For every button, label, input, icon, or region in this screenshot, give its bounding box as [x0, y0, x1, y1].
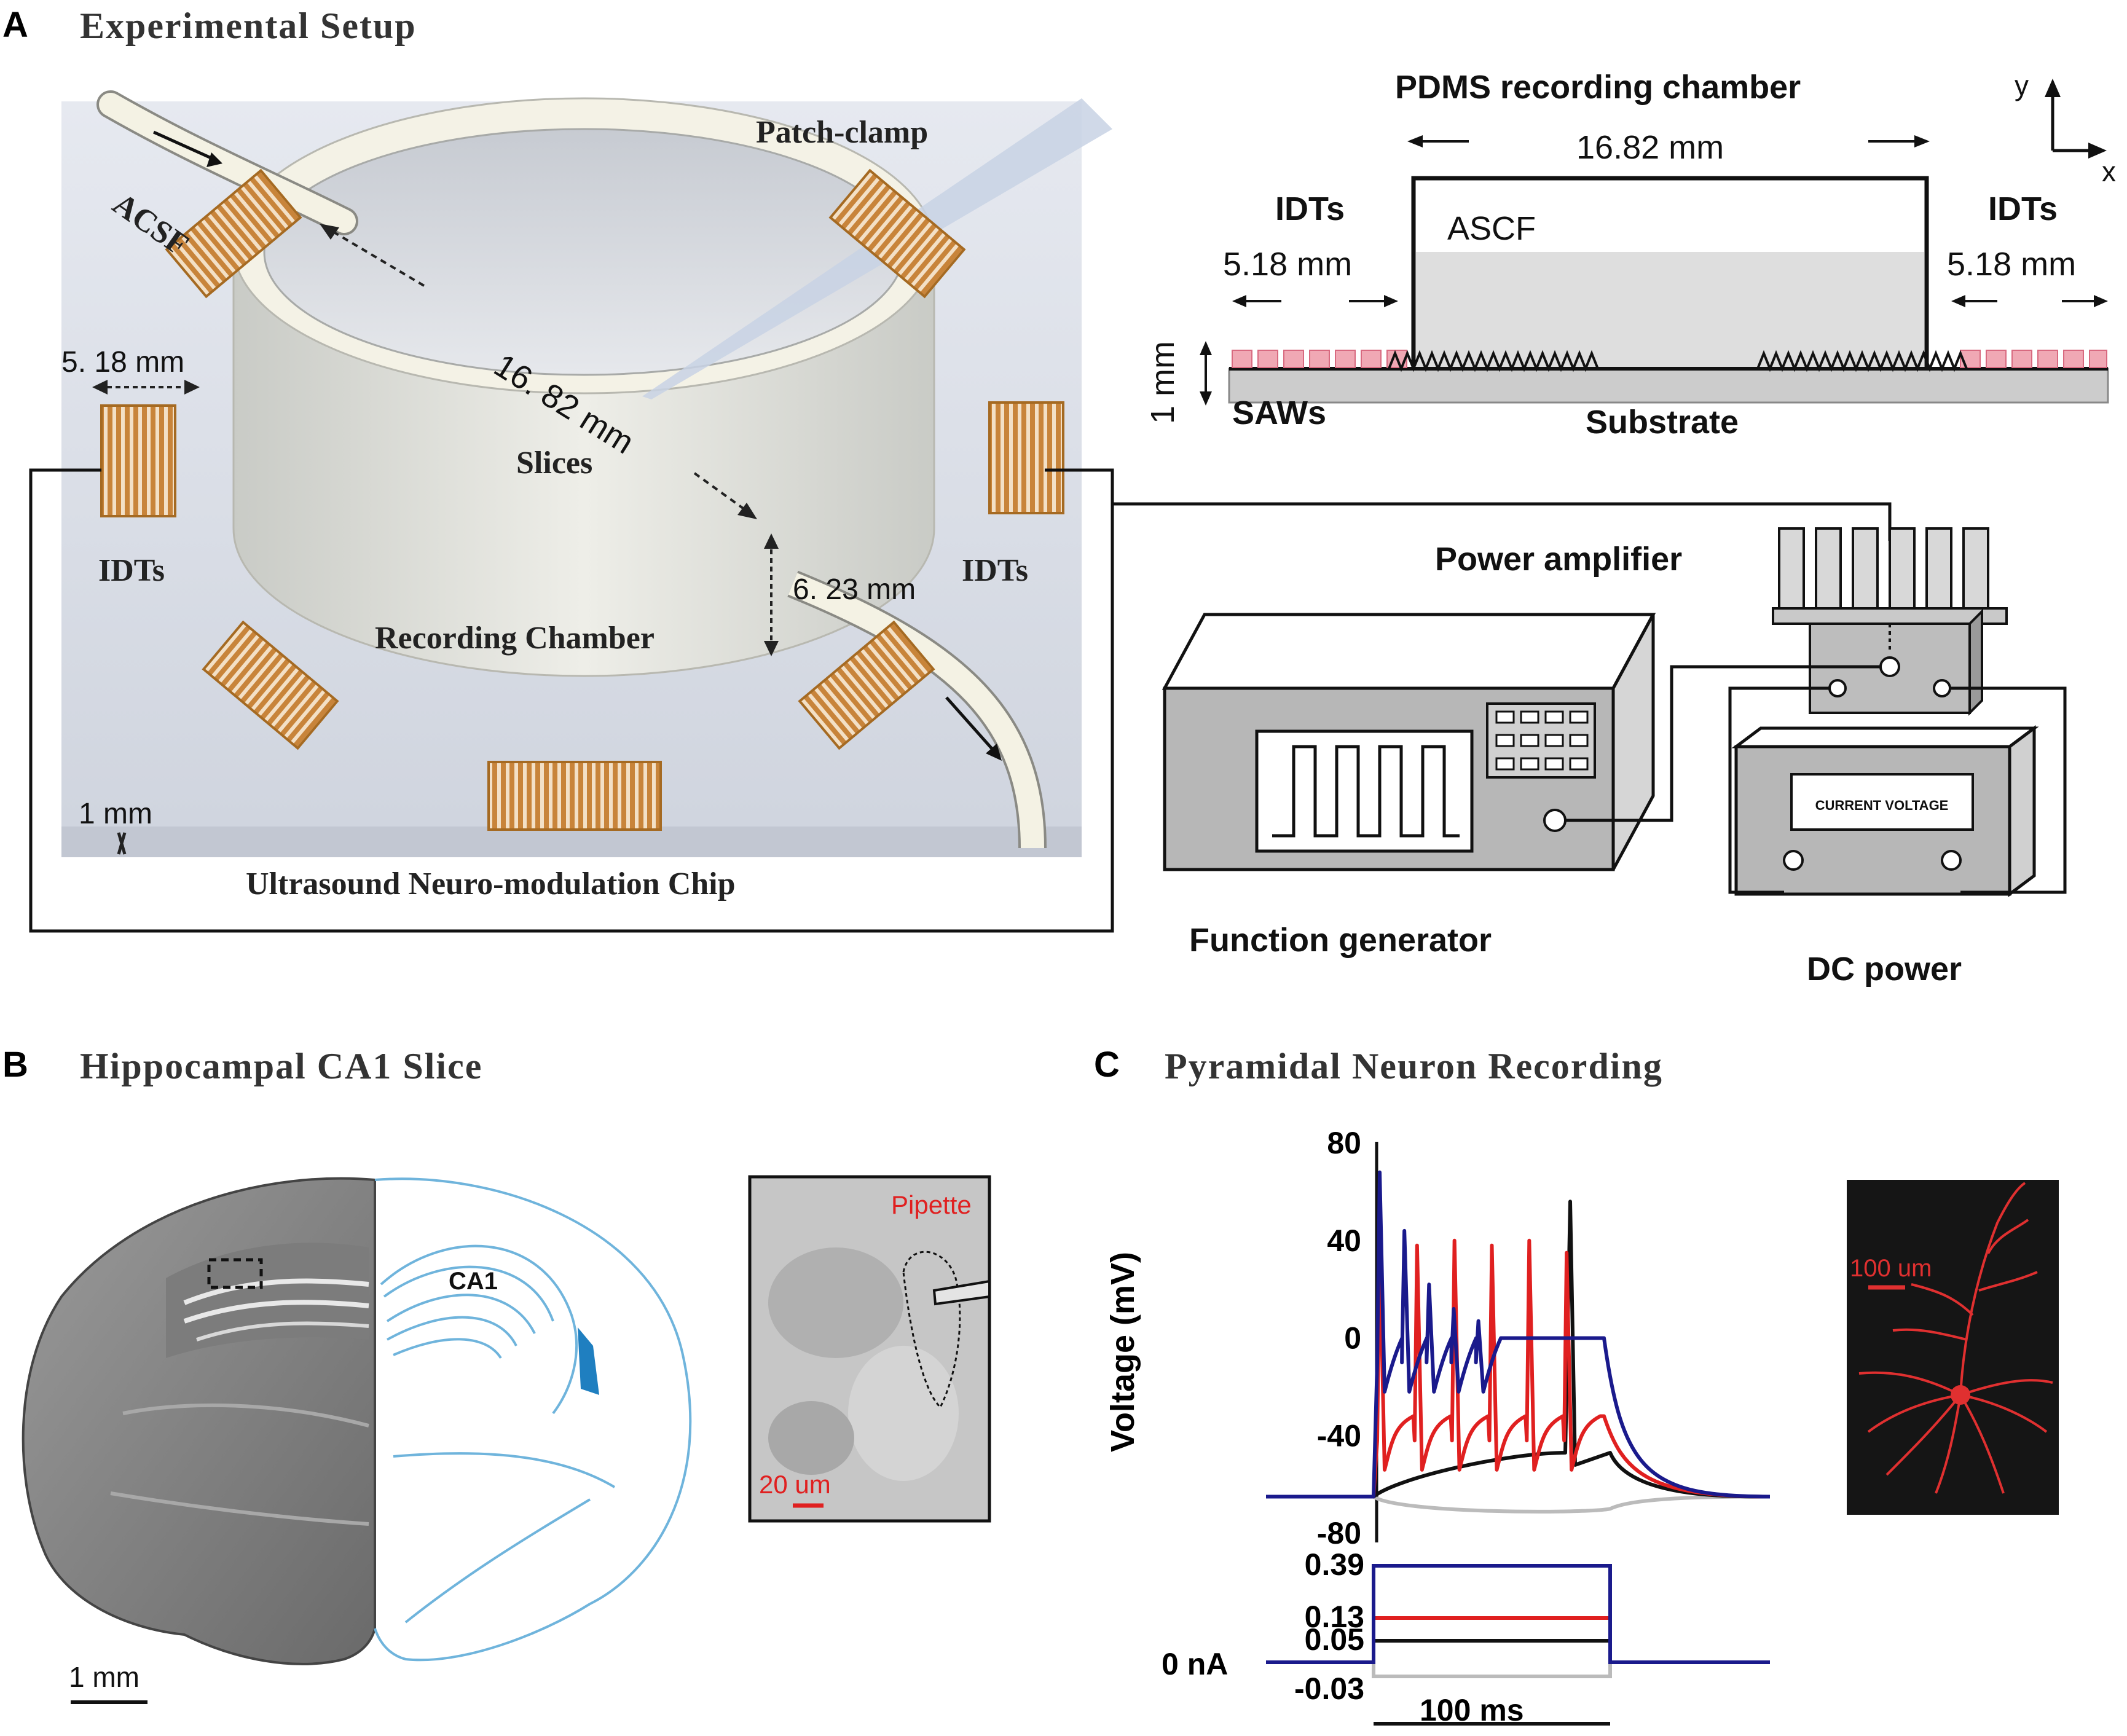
y-tick-label: -80: [1317, 1516, 1361, 1550]
wire-to-amplifier: [1112, 502, 1892, 541]
voltage-trace: [1266, 1238, 1771, 1499]
time-scale-label: 100 ms: [1420, 1693, 1524, 1727]
cs-idt-right-width: 5.18 mm: [1947, 246, 2076, 283]
cs-title: PDMS recording chamber: [1395, 69, 1801, 106]
cs-substrate: Substrate: [1586, 404, 1739, 441]
cs-fluid: ASCF: [1447, 210, 1536, 247]
label-recording-chamber: Recording Chamber: [375, 621, 655, 656]
wire-loop: [29, 468, 1114, 933]
recording-chamber: [232, 97, 935, 677]
diameter-arrow-1: [324, 226, 425, 287]
voltage-trace: [1266, 1494, 1771, 1514]
y-axis-label: Voltage (mV): [1104, 1252, 1141, 1452]
panel-c-title: Pyramidal Neuron Recording: [1165, 1046, 1663, 1086]
label-patch-clamp: Patch-clamp: [756, 115, 928, 150]
cs-width: 16.82 mm: [1576, 129, 1724, 166]
brain-atlas-outline: CA1: [374, 1177, 692, 1662]
label-idts-right: IDTs: [962, 553, 1028, 588]
chip-edge: [61, 827, 1082, 857]
cross-section: PDMS recording chamber 16.82 mm ASCF IDT…: [1144, 69, 2116, 441]
cs-idt-left-width: 5.18 mm: [1223, 246, 1352, 283]
neuron-scale-label: 100 um: [1850, 1255, 1932, 1282]
dc-display-text: CURRENT VOLTAGE: [1815, 798, 1949, 813]
dc-power: CURRENT VOLTAGE DC power: [1731, 725, 2039, 988]
y-tick-label: -40: [1317, 1418, 1361, 1453]
ca1-label: CA1: [449, 1268, 498, 1295]
y-tick-label: 40: [1327, 1223, 1361, 1258]
idt-electrodes: [100, 168, 1064, 831]
current-step-label: -0.03: [1294, 1671, 1364, 1706]
voltage-chart: Voltage (mV) 80 40 0 -40 -80 0.39 0.130.05 -0.…: [1104, 1126, 1771, 1727]
current-step-label: 0.05: [1305, 1622, 1364, 1657]
label-idt-width: 5. 18 mm: [61, 346, 184, 379]
panel-c-letter: C: [1094, 1045, 1120, 1085]
chip-caption: Ultrasound Neuro-modulation Chip: [246, 866, 736, 901]
function-generator: Function generator: [1162, 613, 1656, 959]
cs-axis-y: y: [2015, 69, 2029, 101]
scale-label-20um: 20 um: [759, 1470, 831, 1499]
cs-idts-left: IDTs: [1275, 190, 1345, 227]
diameter-arrow-2: [693, 472, 751, 514]
voltage-trace: [1266, 1170, 1771, 1499]
y-tick-label: 80: [1327, 1126, 1361, 1160]
current-step-trace: [1266, 1564, 1770, 1664]
current-step-label: 0.39: [1305, 1547, 1364, 1582]
cs-axis-x: x: [2102, 155, 2116, 187]
cs-saws: SAWs: [1232, 395, 1326, 431]
y-tick-label: 0: [1344, 1321, 1361, 1356]
neuron-image: 100 um: [1847, 1180, 2059, 1515]
current-step-label: 0.13: [1305, 1600, 1364, 1634]
panel-a-title: Experimental Setup: [80, 6, 417, 46]
wire-dc-pos: [1950, 686, 2067, 894]
cs-idts-right: IDTs: [1988, 190, 2058, 227]
power-amplifier-label: Power amplifier: [1435, 541, 1682, 578]
dc-power-label: DC power: [1807, 951, 1962, 988]
label-chamber-height: 6. 23 mm: [793, 573, 916, 606]
panel-b-title: Hippocampal CA1 Slice: [80, 1046, 482, 1086]
label-slices: Slices: [516, 446, 592, 481]
label-chip-thickness: 1 mm: [79, 798, 152, 830]
brain-slice-photo: [22, 1177, 376, 1665]
function-generator-label: Function generator: [1189, 922, 1492, 959]
panel-a-letter: A: [2, 5, 28, 45]
wire-fg-amp: [1565, 665, 1881, 822]
cs-thickness: 1 mm: [1144, 341, 1181, 424]
zero-current-label: 0 nA: [1162, 1647, 1228, 1681]
scale-label-1mm: 1 mm: [69, 1661, 140, 1693]
pipette-micrograph: Pipette 20 um: [748, 1175, 991, 1523]
label-idts-left: IDTs: [98, 553, 165, 588]
panel-b-letter: B: [2, 1045, 28, 1085]
wire-dc-neg: [1728, 686, 1830, 894]
pipette-label: Pipette: [891, 1190, 972, 1219]
